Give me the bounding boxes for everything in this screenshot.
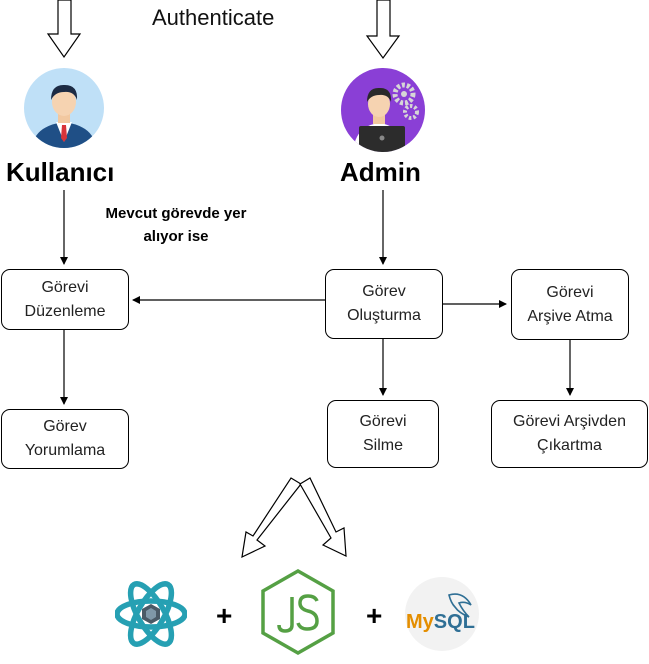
user-avatar-icon <box>24 68 104 148</box>
archive-task-box[interactable]: Görevi Arşive Atma <box>511 269 629 340</box>
delete-task-line2: Silme <box>362 437 403 454</box>
admin-avatar-icon <box>341 68 425 152</box>
create-task-box[interactable]: Görev Oluşturma <box>325 269 443 339</box>
auth-arrow-left <box>46 0 82 59</box>
tech-arrow-left <box>241 477 302 559</box>
admin-role-label: Admin <box>340 157 421 187</box>
authenticate-title: Authenticate <box>152 5 275 30</box>
archive-task-line2: Arşive Atma <box>527 307 613 325</box>
condition-note-line2: alıyor ise <box>143 228 209 245</box>
delete-task-line1: Görevi <box>359 413 407 430</box>
comment-task-line1: Görev <box>43 418 87 435</box>
mysql-label-my: My <box>406 611 434 633</box>
mysql-label: MySQL <box>406 611 475 634</box>
unarchive-task-box[interactable]: Görevi Arşivden Çıkartma <box>491 400 648 468</box>
comment-task-box[interactable]: Görev Yorumlama <box>1 409 129 469</box>
condition-note-line1: Mevcut görevde yer <box>105 205 247 222</box>
nodejs-icon <box>258 567 338 659</box>
plus-sign-1: + <box>216 600 233 631</box>
unarchive-task-line1: Görevi Arşivden <box>513 413 626 430</box>
edit-task-box[interactable]: Görevi Düzenleme <box>1 269 129 330</box>
edit-task-line2: Düzenleme <box>24 302 106 320</box>
unarchive-task-line2: Çıkartma <box>537 437 602 454</box>
user-role-label: Kullanıcı <box>6 157 115 187</box>
create-task-line2: Oluşturma <box>347 307 421 324</box>
create-task-line1: Görev <box>362 283 406 300</box>
mysql-icon: MySQL <box>405 577 479 651</box>
react-atom-icon <box>114 574 188 654</box>
archive-task-line1: Görevi <box>546 283 594 301</box>
delete-task-box[interactable]: Görevi Silme <box>327 400 439 468</box>
auth-arrow-right <box>365 0 401 60</box>
mysql-label-sql: SQL <box>433 611 475 633</box>
condition-note: Mevcut görevde yer alıyor ise <box>82 202 270 248</box>
comment-task-line2: Yorumlama <box>24 442 106 459</box>
edit-task-line1: Görevi <box>41 278 89 296</box>
tech-arrow-right <box>299 477 347 557</box>
plus-sign-2: + <box>366 600 383 631</box>
